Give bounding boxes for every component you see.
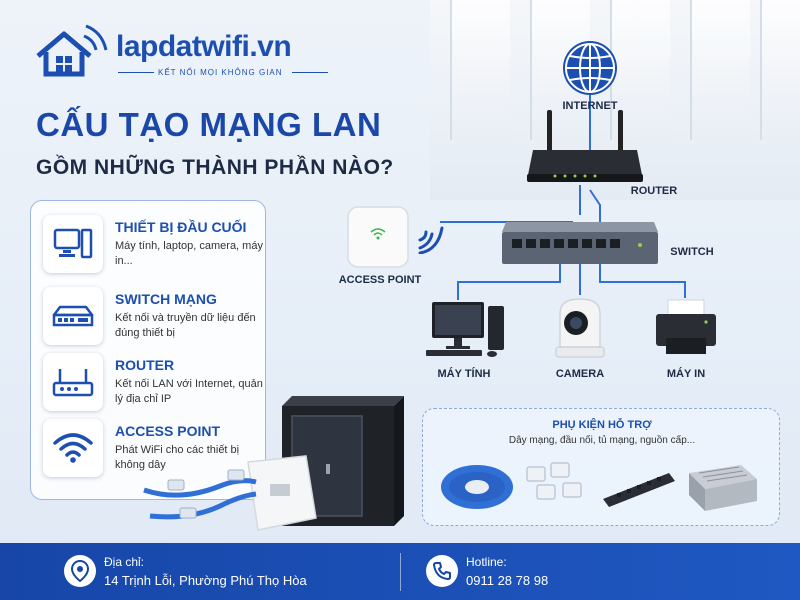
internet-globe-icon — [563, 41, 617, 95]
footer: Địa chỉ: 14 Trịnh Lỗi, Phường Phú Thọ Hò… — [0, 543, 800, 600]
access-point-device-icon — [347, 206, 409, 268]
house-wifi-icon — [36, 24, 108, 77]
computer-icon — [43, 215, 103, 273]
hotline-value[interactable]: 0911 28 78 98 — [466, 573, 549, 588]
label-internet: INTERNET — [562, 100, 618, 112]
wall-socket-icon — [247, 455, 317, 531]
switch-device-icon — [502, 222, 658, 264]
hotline-label: Hotline: — [466, 555, 507, 569]
cable-roll-icon — [441, 465, 513, 509]
component-desc: Máy tính, laptop, camera, máy in... — [115, 240, 263, 267]
brand-tagline: KẾT NỐI MỌI KHÔNG GIAN — [158, 68, 283, 77]
accessories-desc: Dây mạng, đầu nối, tủ mạng, nguồn cấp... — [508, 435, 696, 446]
component-title: SWITCH MẠNG — [115, 291, 217, 307]
component-item-access-point: ACCESS POINT Phát WiFi cho các thiết bị … — [43, 419, 265, 485]
accessories-title: PHỤ KIỆN HỖ TRỢ — [552, 419, 652, 431]
component-title: ACCESS POINT — [115, 423, 221, 439]
accessories-box: PHỤ KIỆN HỖ TRỢ Dây mạng, đầu nối, tủ mạ… — [422, 408, 780, 526]
label-switch: SWITCH — [670, 246, 714, 258]
power-supply-icon — [689, 465, 757, 511]
label-router: ROUTER — [630, 185, 678, 197]
location-icon — [64, 555, 96, 587]
component-title: ROUTER — [115, 357, 175, 373]
rj45-connector-icon — [526, 462, 582, 500]
switch-icon — [43, 287, 103, 345]
computer-device-icon — [426, 302, 504, 357]
brand-logo[interactable]: lapdatwifi.vn KẾT NỐI MỌI KHÔNG GIAN — [30, 22, 328, 82]
page-subtitle: GỒM NHỮNG THÀNH PHẦN NÀO? — [36, 156, 394, 179]
office-background — [430, 0, 800, 200]
label-access-point: ACCESS POINT — [338, 274, 422, 286]
label-printer: MÁY IN — [666, 368, 706, 380]
router-device-icon — [527, 110, 643, 182]
camera-device-icon — [555, 298, 605, 358]
patch-panel-icon — [603, 473, 675, 507]
component-item-router: ROUTER Kết nối LAN với Internet, quản lý… — [43, 353, 265, 419]
ethernet-cable-icon — [143, 469, 257, 520]
component-desc: Kết nối LAN với Internet, quản lý địa ch… — [115, 378, 263, 405]
address-value: 14 Trịnh Lỗi, Phường Phú Thọ Hòa — [104, 573, 307, 588]
label-camera: CAMERA — [555, 368, 605, 380]
phone-icon — [426, 555, 458, 587]
address-label: Địa chỉ: — [104, 555, 145, 569]
component-item-end-device: THIẾT BỊ ĐẦU CUỐI Máy tính, laptop, came… — [43, 215, 265, 281]
component-title: THIẾT BỊ ĐẦU CUỐI — [115, 219, 247, 235]
page-title: CẤU TẠO MẠNG LAN — [36, 106, 382, 143]
component-item-switch: SWITCH MẠNG Kết nối và truyền dữ liệu đế… — [43, 287, 265, 353]
brand-name: lapdatwifi.vn — [116, 30, 292, 63]
router-icon — [43, 353, 103, 411]
component-desc: Phát WiFi cho các thiết bị không dây — [115, 444, 240, 471]
components-panel: THIẾT BỊ ĐẦU CUỐI Máy tính, laptop, came… — [30, 200, 266, 500]
label-computer: MÁY TÍNH — [437, 368, 491, 380]
printer-device-icon — [656, 299, 716, 354]
wifi-icon — [43, 419, 103, 477]
component-desc: Kết nối và truyền dữ liệu đến đúng thiết… — [115, 312, 256, 339]
wireless-signal-icon — [418, 226, 444, 254]
